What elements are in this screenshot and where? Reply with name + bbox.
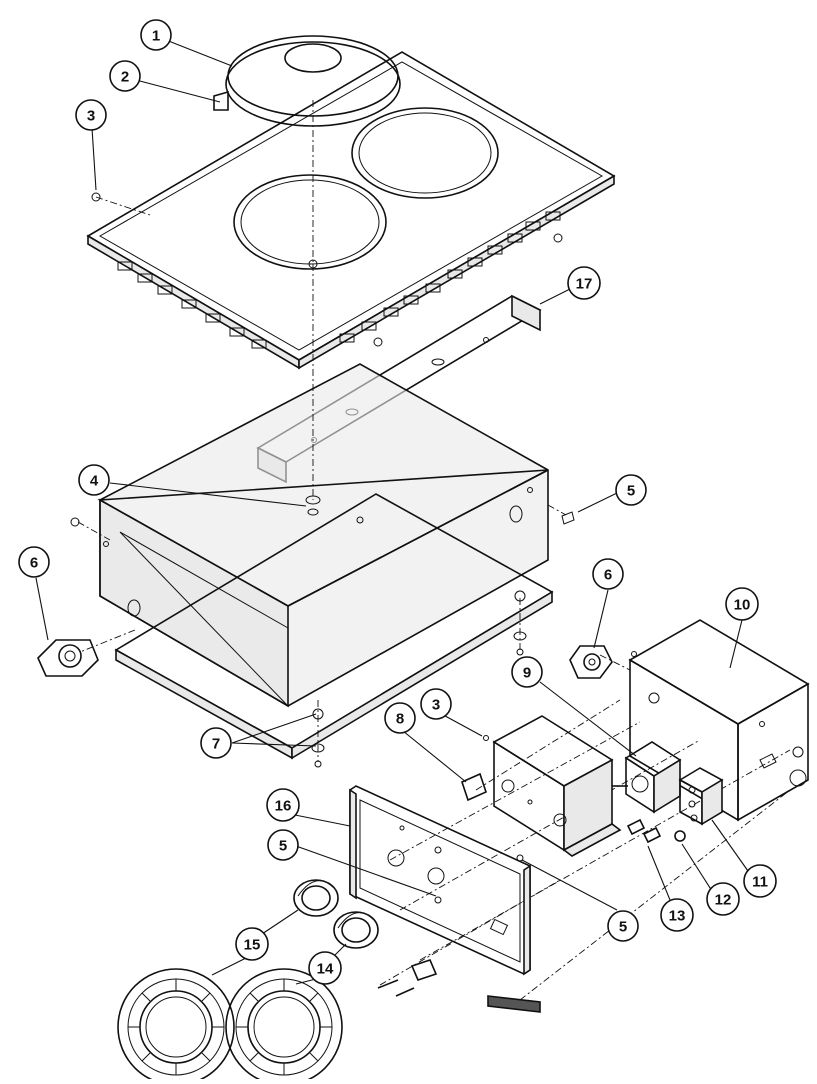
spacer-icon — [461, 772, 487, 802]
callout-13: 13 — [660, 898, 694, 932]
svg-text:10: 10 — [734, 597, 751, 614]
cable-clamp-right — [569, 645, 613, 679]
callout-12: 12 — [706, 882, 740, 916]
switch-bracket — [492, 715, 622, 857]
callout-8: 8 — [384, 702, 416, 734]
callout-3: 3 — [420, 688, 452, 720]
callout-16: 16 — [266, 788, 300, 822]
callout-6: 6 — [592, 558, 624, 590]
callout-5: 5 — [615, 474, 647, 506]
svg-text:11: 11 — [752, 874, 768, 891]
svg-text:5: 5 — [279, 838, 287, 855]
svg-text:7: 7 — [212, 736, 220, 753]
callout-14: 14 — [308, 951, 342, 985]
callout-11: 11 — [743, 864, 777, 898]
hardware — [70, 192, 575, 802]
callout-17: 17 — [567, 266, 601, 300]
screw-icon — [70, 517, 80, 527]
callout-5: 5 — [607, 910, 639, 942]
knob-left — [293, 879, 339, 917]
svg-text:17: 17 — [576, 276, 593, 293]
callout-2: 2 — [109, 60, 141, 92]
callout-3: 3 — [75, 99, 107, 131]
svg-text:6: 6 — [30, 555, 38, 572]
svg-text:2: 2 — [121, 69, 129, 86]
callout-7: 7 — [200, 727, 232, 759]
indicator-parts — [377, 959, 541, 1013]
dial-left — [117, 968, 235, 1084]
frame-tabs-right — [339, 211, 561, 343]
terminal-block — [213, 90, 229, 111]
frame-tabs-left — [117, 261, 267, 349]
energy-regulator — [612, 741, 682, 814]
cable-end-icon — [759, 753, 777, 769]
nut-icon — [305, 495, 321, 505]
svg-text:5: 5 — [619, 919, 627, 936]
nut-icon — [674, 830, 686, 842]
svg-text:1: 1 — [152, 28, 160, 45]
hot-plate-element — [213, 35, 401, 127]
svg-text:8: 8 — [396, 711, 404, 728]
callout-6: 6 — [18, 546, 50, 578]
callout-9: 9 — [511, 656, 543, 688]
svg-text:3: 3 — [432, 697, 440, 714]
callout-15: 15 — [235, 927, 269, 961]
burner-opening-rear — [351, 107, 499, 199]
terminal-box — [628, 619, 810, 822]
svg-text:13: 13 — [669, 908, 686, 925]
svg-text:14: 14 — [317, 961, 334, 978]
cable-clamp-left — [37, 639, 99, 677]
screw-icon — [561, 511, 575, 525]
bottom-plate — [114, 493, 554, 760]
knob-right — [333, 911, 379, 949]
svg-text:15: 15 — [244, 937, 261, 954]
svg-text:12: 12 — [715, 892, 732, 909]
burner-opening-front — [233, 174, 387, 270]
svg-text:5: 5 — [627, 483, 635, 500]
terminal-strip — [678, 767, 724, 826]
callouts: 1 2 3 17 4 5 6 6 10 9 3 8 7 16 5 5 11 12… — [18, 19, 777, 985]
housing-tub — [97, 363, 549, 708]
svg-text:3: 3 — [87, 108, 95, 125]
dial-right — [225, 968, 343, 1084]
svg-text:9: 9 — [523, 665, 531, 682]
leader-lines — [35, 39, 749, 985]
nut-icon — [513, 631, 527, 641]
svg-text:6: 6 — [604, 567, 612, 584]
sleeves — [626, 818, 662, 844]
control-fascia — [349, 785, 531, 976]
callout-5: 5 — [267, 829, 299, 861]
screw-icon — [91, 192, 101, 202]
svg-text:4: 4 — [90, 473, 99, 490]
callout-4: 4 — [78, 464, 110, 496]
cooktop-top-frame — [86, 51, 616, 370]
callout-10: 10 — [725, 587, 759, 621]
nut-icon — [311, 743, 325, 753]
svg-text:16: 16 — [275, 798, 292, 815]
callout-1: 1 — [140, 19, 172, 51]
